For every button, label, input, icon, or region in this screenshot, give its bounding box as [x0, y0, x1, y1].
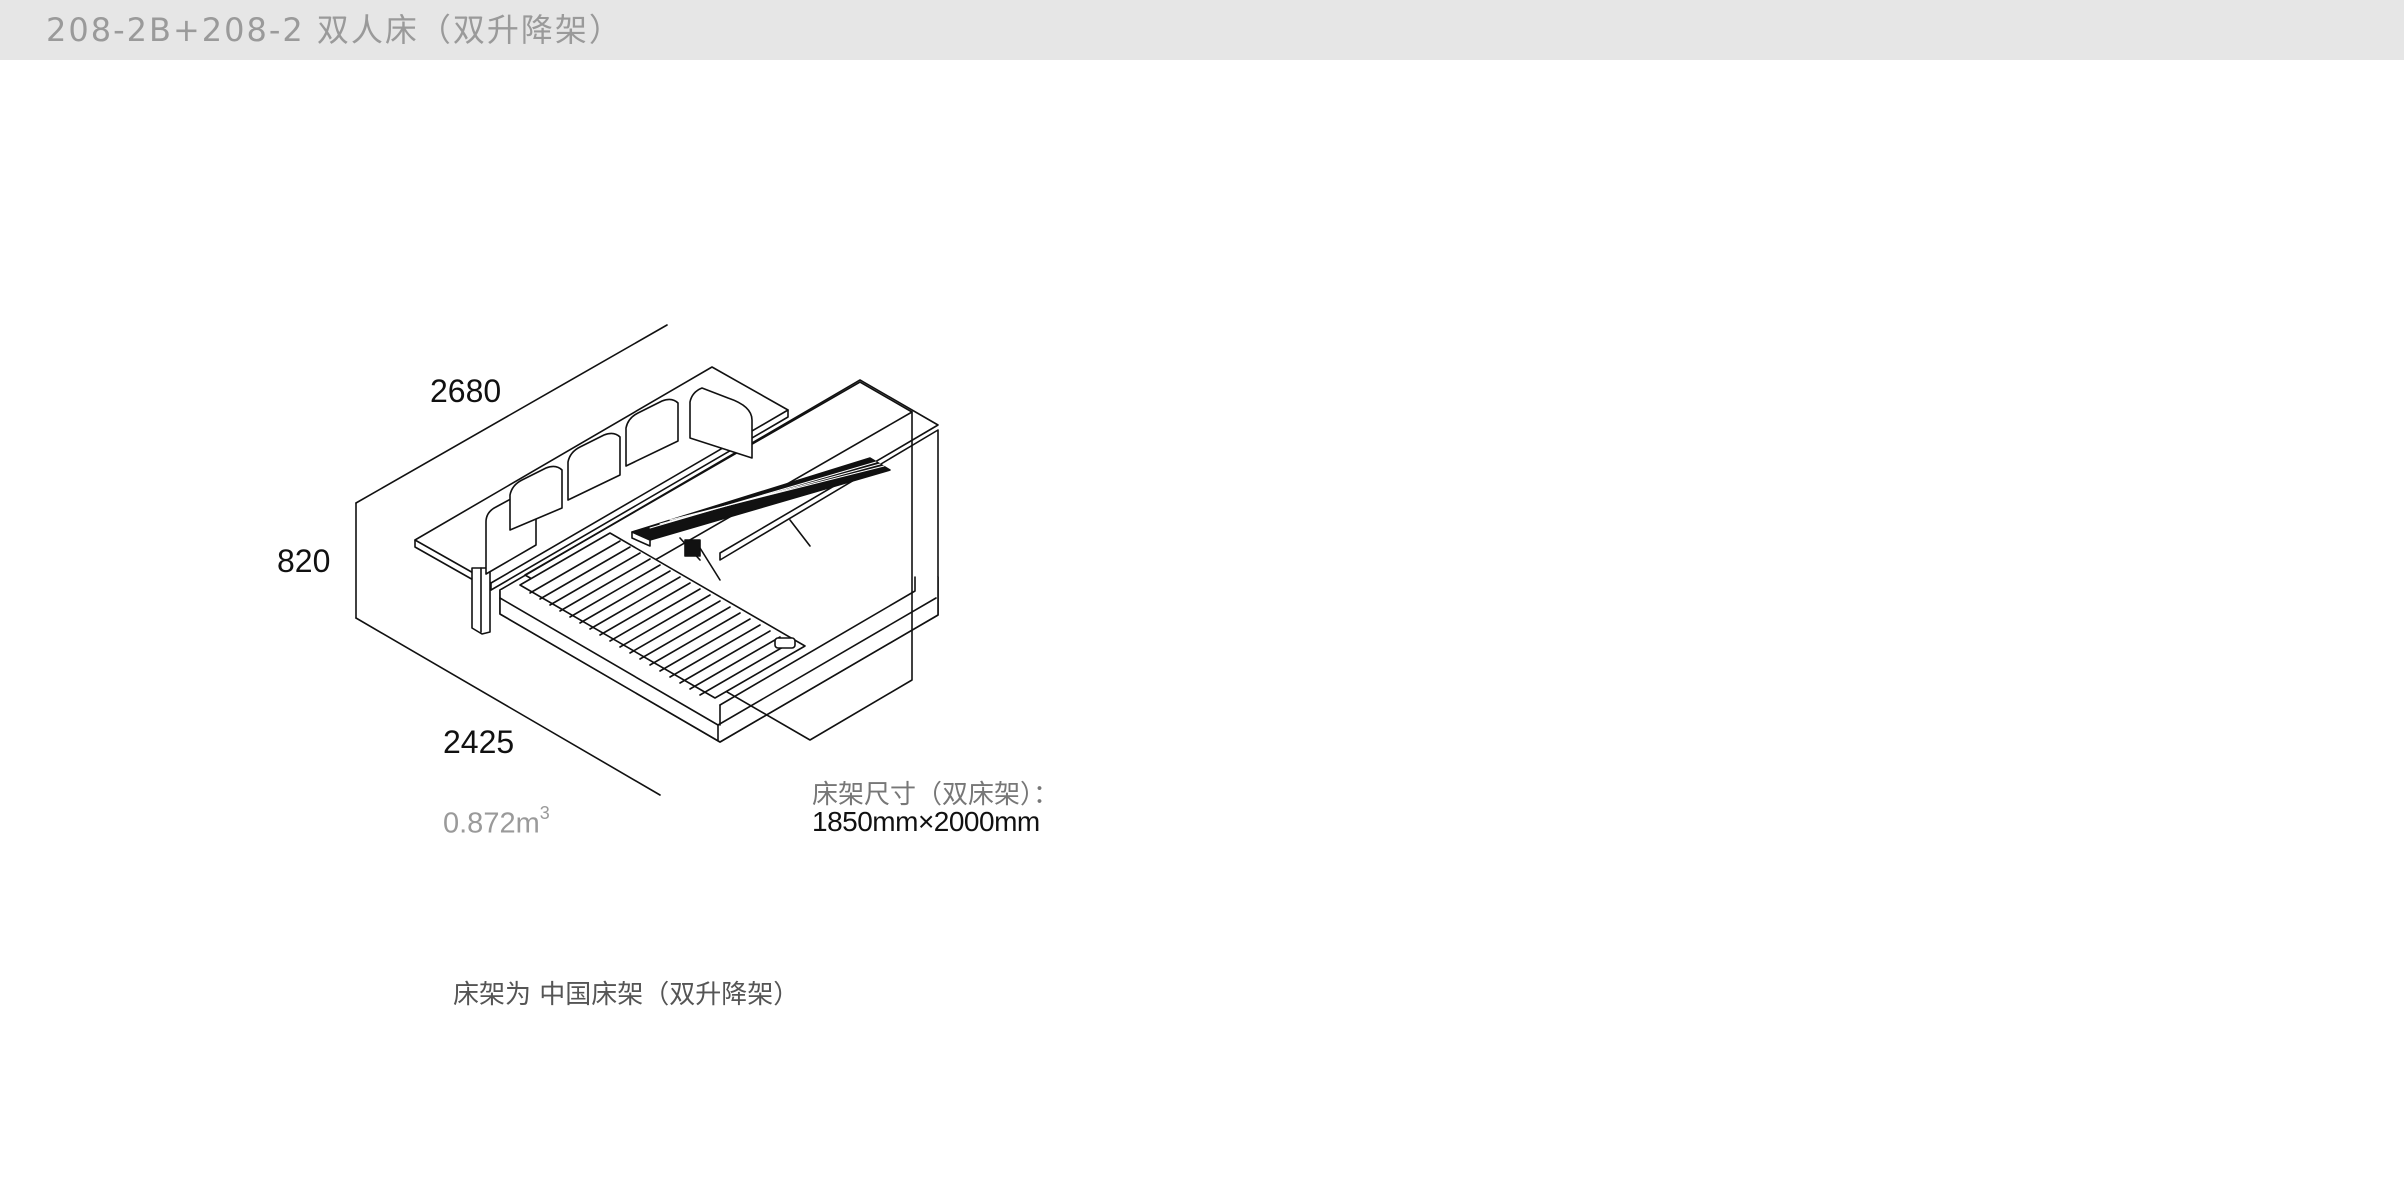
frame-note: 床架为 中国床架（双升降架） [453, 980, 800, 1010]
page-title: 208-2B+208-2 双人床（双升降架） [46, 11, 623, 49]
headboard-cushions [485, 387, 753, 575]
dimension-lines [355, 324, 668, 796]
dimension-height-label: 820 [277, 543, 331, 579]
title-bar: 208-2B+208-2 双人床（双升降架） [0, 0, 2404, 60]
frame-size-label: 床架尺寸（双床架）： [812, 780, 1060, 810]
dimension-width-label: 2425 [443, 724, 515, 760]
dimension-length-label: 2680 [430, 373, 502, 409]
volume-unit-exponent: 3 [539, 803, 550, 823]
right-lifted-slats [631, 457, 891, 581]
volume-number: 0.872m [443, 807, 540, 840]
left-slatted-base [519, 532, 806, 699]
volume-value: 0.872m3 [443, 803, 550, 841]
frame-size-value: 1850mm×2000mm [812, 806, 1040, 837]
bedside-support [471, 567, 491, 635]
